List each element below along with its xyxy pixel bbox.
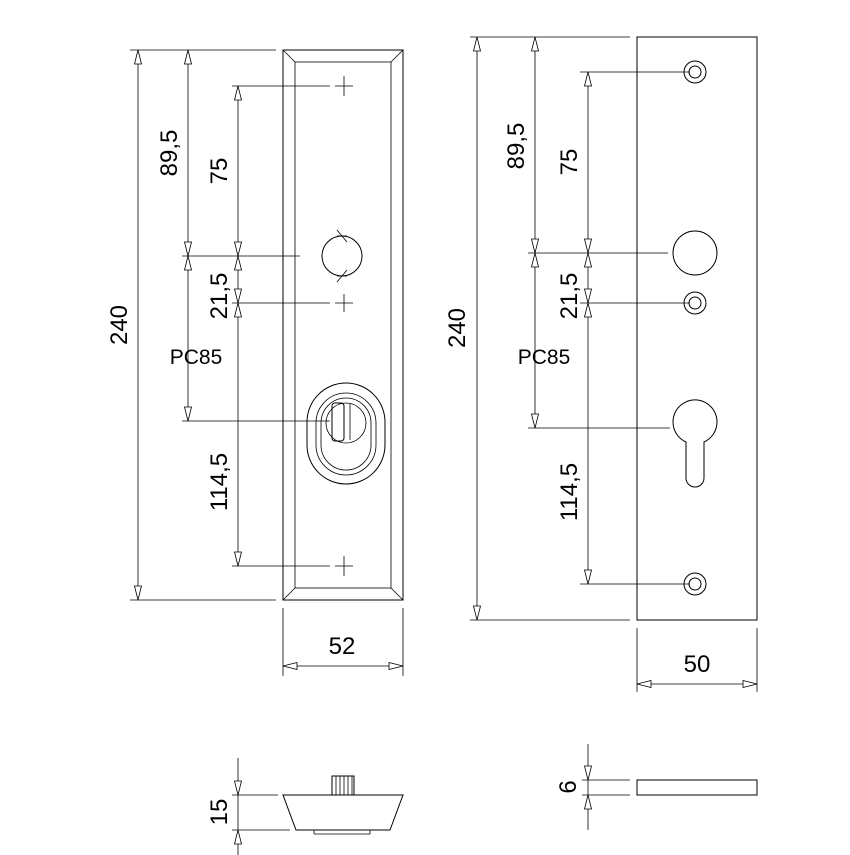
left-overall-height-label: 240 (106, 305, 133, 345)
right-plate-front-view: 240 89,5 75 21,5 PC85 114,5 50 (444, 36, 758, 692)
left-screw-lower-label: 114,5 (206, 453, 233, 511)
right-cylinder-keyhole (672, 399, 718, 488)
left-plate-side-view: 15 (206, 758, 404, 855)
middle-screw-mark (335, 294, 353, 312)
left-pc-label: PC85 (170, 346, 223, 369)
right-overall-height-label: 240 (444, 308, 471, 348)
cylinder-cover (306, 382, 386, 485)
left-spindle-to-top-label: 89,5 (156, 130, 183, 177)
lower-screw-mark (335, 556, 353, 576)
left-spindle-to-screw-label: 21,5 (206, 273, 233, 320)
left-plate-front-view: 240 89,5 75 21,5 PC85 114,5 52 (106, 49, 404, 676)
upper-screw-mark (335, 76, 353, 96)
spindle-hole (321, 229, 363, 283)
right-plate-side-view: 6 (555, 744, 758, 830)
left-width-label: 52 (329, 633, 356, 660)
left-screw-upper-label: 75 (206, 158, 233, 185)
right-spindle-to-screw-label: 21,5 (556, 273, 583, 320)
right-width-label: 50 (684, 651, 711, 678)
right-pc-label: PC85 (518, 346, 571, 369)
right-spindle-hole (672, 230, 718, 276)
right-screw-upper-label: 75 (556, 149, 583, 176)
right-spindle-to-top-label: 89,5 (503, 123, 530, 170)
right-screw-lower-label: 114,5 (556, 463, 583, 521)
right-thickness-label: 6 (555, 780, 582, 793)
left-thickness-label: 15 (206, 799, 233, 826)
